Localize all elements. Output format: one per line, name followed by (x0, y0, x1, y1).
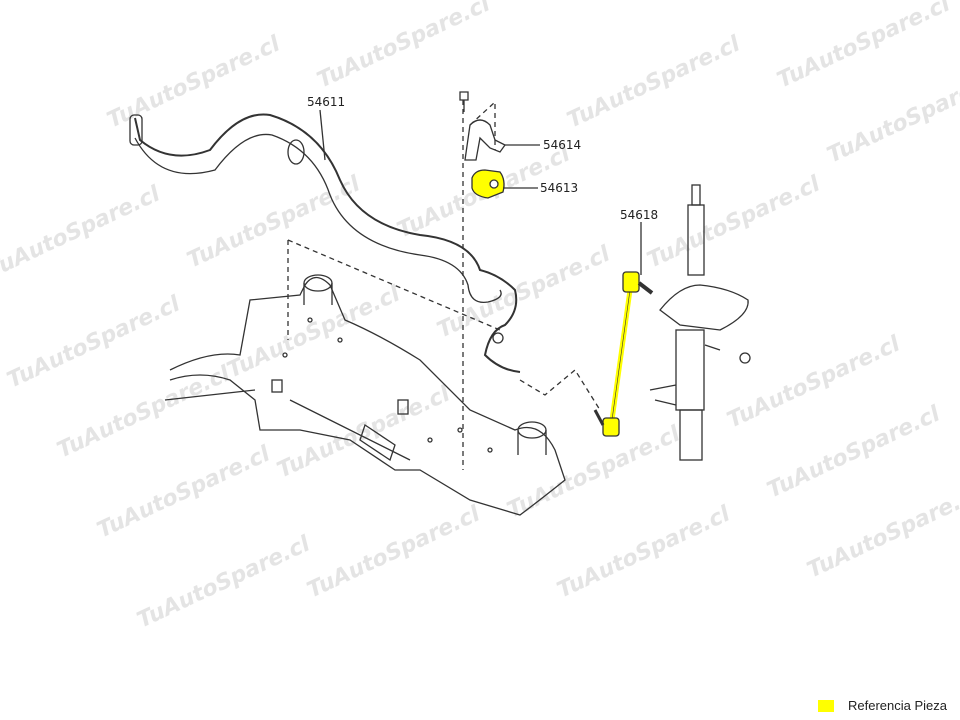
bushing-54613[interactable] (471, 169, 505, 199)
label-54613: 54613 (540, 181, 579, 195)
legend: Referencia Pieza (818, 698, 947, 713)
stabilizer-bar-54611[interactable] (129, 113, 521, 373)
bolt (459, 91, 469, 112)
leader-lines (319, 109, 642, 275)
label-54611: 54611 (307, 95, 346, 109)
label-54614: 54614 (543, 138, 582, 152)
legend-label: Referencia Pieza (848, 698, 947, 713)
label-54618: 54618 (620, 208, 659, 222)
strut-assembly (649, 184, 751, 461)
bracket-54614[interactable] (464, 119, 506, 161)
guide-lines (287, 100, 601, 470)
legend-swatch (818, 699, 834, 712)
stabilizer-link-54618[interactable] (593, 271, 654, 437)
subframe (164, 274, 566, 516)
